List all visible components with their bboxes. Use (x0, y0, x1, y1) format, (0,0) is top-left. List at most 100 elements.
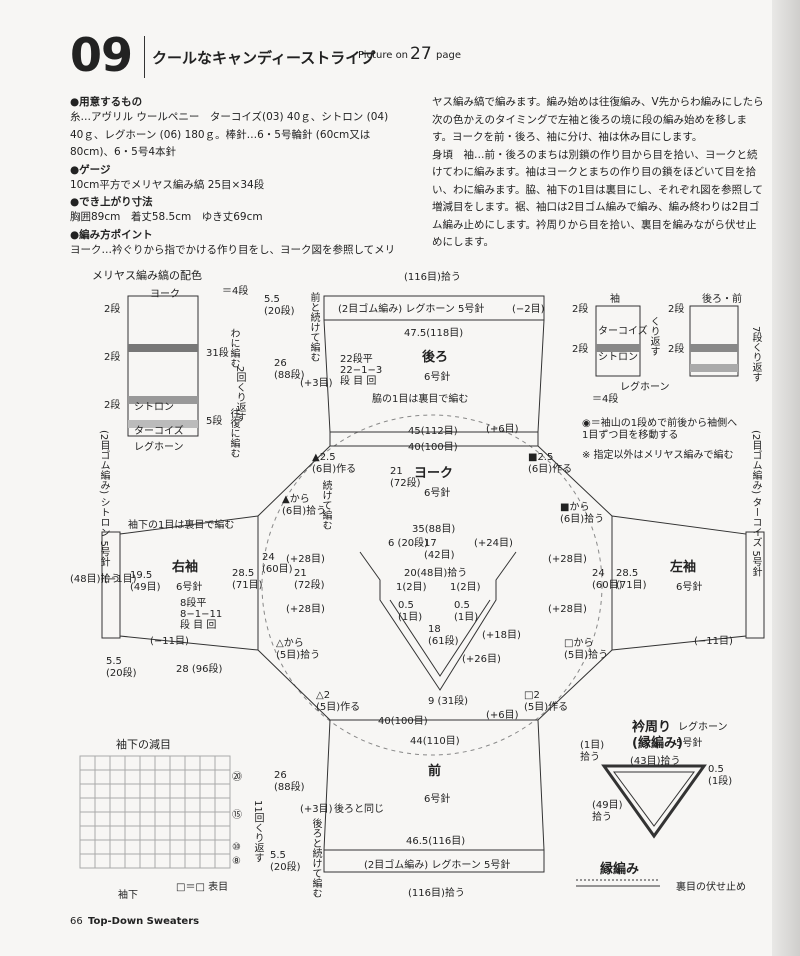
left-sleeve-w3: 28.5 (71目) (616, 568, 647, 591)
yoke-needle: 6号針 (424, 488, 451, 499)
size-text: 胸囲89cm 着丈58.5cm ゆき丈69cm (70, 211, 263, 223)
back-body (323, 319, 545, 433)
sleeve-rows-2: 2段 (572, 344, 589, 355)
back-shaping: 22段平 22−1−3 段 目 回 (340, 354, 383, 387)
right-sleeve-rib-len: 5.5 (20段) (106, 656, 137, 679)
neckband-inner (613, 771, 695, 827)
instructions-right: ヤス編み縞で編みます。編み始めは往復編み、V先からわ編みにしたら次の色かえのタイ… (432, 96, 764, 248)
yoke-rows-1: 2段 (104, 304, 121, 315)
body-rows-2: 2段 (668, 344, 685, 355)
yoke-neck: 35(88目) (412, 524, 456, 535)
yoke-circle (261, 414, 603, 756)
left-sleeve-dec: (−11目) (694, 636, 733, 647)
right-sleeve-shaping: 8段平 8−1−11 段 目 回 (180, 598, 223, 631)
right-sleeve-side-note: 袖下の1目は裏目で編む (128, 520, 235, 531)
yoke-v-rows: 18 (61段) (428, 624, 459, 647)
right-sleeve-dec: (−11目) (150, 636, 189, 647)
sleeve-stripe-chart (595, 305, 641, 377)
neckband-side: (49目) 拾う (592, 800, 623, 823)
body-note: 7段くり返す (750, 326, 761, 383)
back-pickup: (116目)拾う (404, 272, 461, 283)
neckband-needle: 5号針 (676, 738, 703, 749)
left-sleeve-rib: (2目ゴム編み) ターコイズ 5号針 (750, 430, 761, 577)
yoke-center-pickup: 20(48目)拾う (404, 568, 468, 579)
pattern-title: クールなキャンディーストライプ (152, 49, 376, 67)
decrease-bottom: 袖下 (118, 890, 138, 901)
v-neck-inner (389, 599, 491, 677)
left-sleeve-from1: ■から (6目)拾う (560, 502, 605, 525)
back-rib-rows: (−2目) (512, 304, 545, 315)
yoke-inc26: (+26目) (462, 654, 501, 665)
sleeve-color-leghorn: レグホーン (620, 382, 670, 393)
back-length: 26 (88段) (274, 358, 305, 381)
right-sleeve-from1: ▲から (6目)拾う (282, 494, 327, 517)
front-width: 44(110目) (410, 736, 460, 747)
left-sleeve-inc1: (+28目) (548, 554, 587, 565)
right-sleeve-label: 右袖 (172, 560, 199, 575)
yoke-inc6a: (+6目) (486, 424, 519, 435)
back-inc: (+3目) (300, 378, 333, 389)
pattern-note: ※ 指定以外はメリヤス編みで編む (582, 450, 734, 461)
neckband-triangle (601, 764, 707, 839)
back-label: 後ろ (422, 350, 449, 365)
header-divider (144, 36, 145, 78)
picture-page-number: 27 (410, 44, 432, 64)
yoke-stripe-chart (127, 295, 199, 437)
yoke-half-2: 0.5 (1目) (454, 600, 479, 623)
front-same: 後ろと同じ (334, 804, 384, 815)
yoke-rows: 21 (72段) (390, 466, 421, 489)
right-sleeve-len2: 28 (96段) (176, 664, 223, 675)
right-sleeve-len: 21 (72段) (294, 568, 325, 591)
back-rib (323, 295, 545, 321)
decrease-repeat: 11回くり返す (252, 800, 263, 863)
dot-note: ◉＝袖山の1段めで前後から袖側へ 1目ずつ目を移動する (582, 418, 738, 441)
right-sleeve-w2: 24 (60目) (262, 552, 293, 575)
front-marker-a: △2 (5目)作る (316, 690, 361, 713)
yoke-width-top: 40(100目) (408, 442, 458, 453)
yoke-note-2: 2回くり返す (234, 366, 245, 423)
back-continue: 前と続けて編む (308, 292, 319, 362)
left-sleeve-cuff (745, 531, 765, 639)
decrease-grid (79, 755, 231, 869)
yoke-inc6b: (+6目) (486, 710, 519, 721)
yoke-rows-2: 2段 (104, 352, 121, 363)
edging-note: 裏目の伏せ止め (676, 882, 746, 893)
yoke-center-small: 1(2目) (396, 582, 427, 593)
back-side-note: 脇の1目は裏目で編む (372, 394, 469, 405)
front-length: 26 (88段) (274, 770, 305, 793)
yoke-note-3: 往復に編む (228, 408, 239, 458)
sleeve-note: くり返す (648, 316, 659, 356)
yoke-inc24: (+24目) (474, 538, 513, 549)
page-edge-shadow (772, 0, 800, 956)
left-sleeve-w2: 24 (60目) (592, 568, 623, 591)
decrease-row-10: ⑩ (232, 842, 241, 853)
yoke-marker-b: ■2.5 (6目)作る (528, 452, 573, 475)
back-width: 47.5(118目) (404, 328, 464, 339)
neckband-color: レグホーン (678, 722, 728, 733)
yoke-rows2: 6 (20段) (388, 538, 429, 549)
yoke-label: ヨーク (414, 466, 454, 481)
left-sleeve-from2: □から (5目)拾う (564, 638, 609, 661)
back-needle: 6号針 (424, 372, 451, 383)
yoke-inc18: (+18目) (482, 630, 521, 641)
front-rib-height: 5.5 (20段) (270, 850, 301, 873)
back-rib-height: 5.5 (20段) (264, 294, 295, 317)
body-rows-1: 2段 (668, 304, 685, 315)
right-sleeve-pickup: (48目)拾う (70, 574, 121, 585)
front-marker-b: □2 (5目)作る (524, 690, 569, 713)
book-title: Top-Down Sweaters (88, 916, 200, 927)
left-sleeve-inc2: (+28目) (548, 604, 587, 615)
materials-text: 糸…アヴリル ウールペニー ターコイズ(03) 40ｇ、シトロン (04) 40… (70, 111, 389, 158)
neckband-half: 0.5 (1段) (708, 764, 733, 787)
front-rib (323, 849, 545, 873)
yoke-side: 17 (42目) (424, 538, 455, 561)
decrease-row-15: ⑮ (232, 810, 242, 821)
instructions-left: ●用意するもの 糸…アヴリル ウールペニー ターコイズ(03) 40ｇ、シトロン… (70, 94, 400, 259)
yoke-half: 0.5 (1目) (398, 600, 423, 623)
edging-title: 縁編み (600, 862, 640, 877)
yoke-v-bottom: 9 (31段) (428, 696, 469, 707)
yoke-repeat: 31段 (206, 348, 229, 359)
stripe-chart-legend: ＝4段 (222, 286, 249, 297)
right-sleeve-minus1: (−1目) (104, 574, 137, 585)
